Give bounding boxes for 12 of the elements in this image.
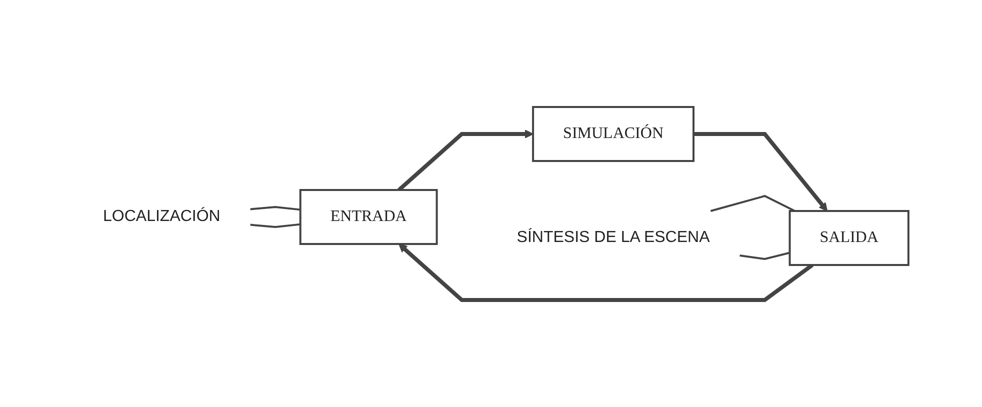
- arrow: [398, 244, 814, 302]
- connector: [250, 206, 301, 211]
- connector: [250, 223, 301, 228]
- node-box: ENTRADA: [300, 189, 438, 245]
- node-text: LOCALIZACIÓN: [103, 208, 221, 225]
- connector: [710, 194, 796, 212]
- node-text: SÍNTESIS DE LA ESCENA: [517, 229, 710, 246]
- node-box: SALIDA: [789, 210, 910, 266]
- connector: [740, 252, 790, 260]
- arrow: [398, 130, 534, 192]
- node-box: SIMULACIÓN: [532, 106, 695, 162]
- arrow: [694, 132, 828, 212]
